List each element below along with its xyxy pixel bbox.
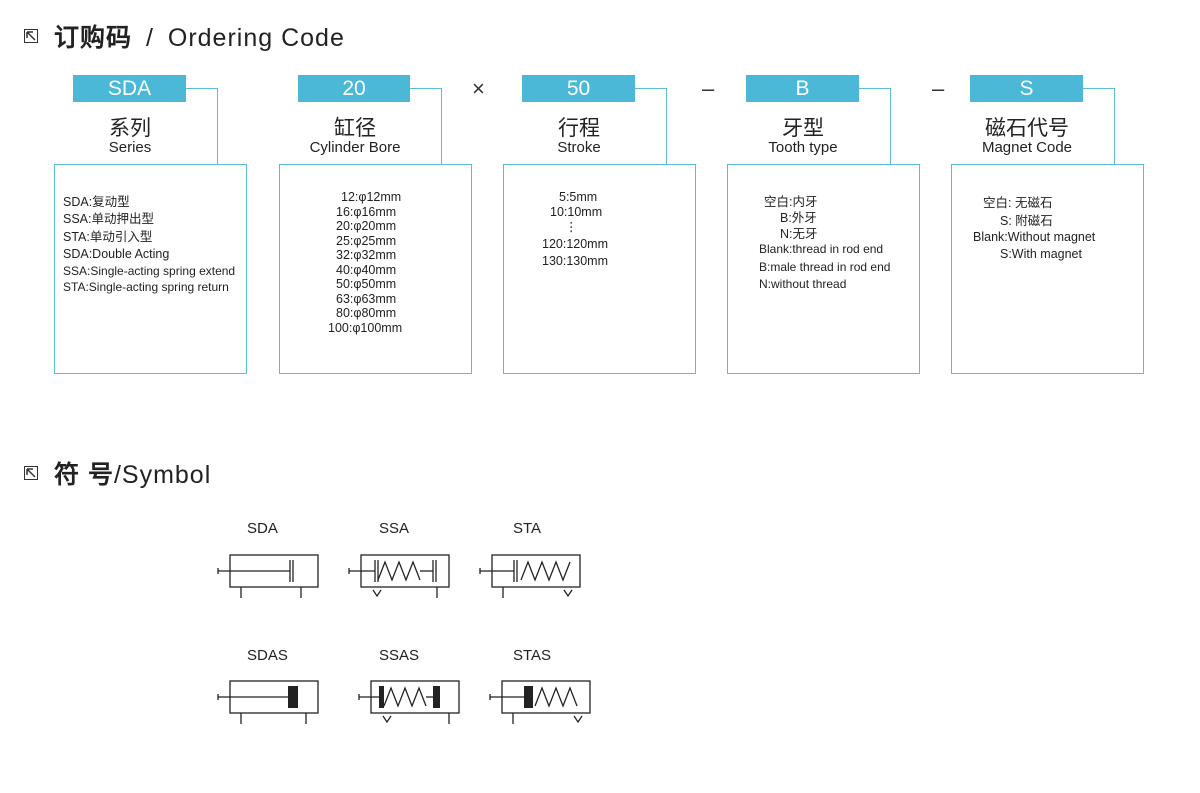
bore-option: 40:φ40mm: [336, 263, 397, 277]
series-option: STA:Single-acting spring return: [63, 280, 229, 294]
symbol-label-stas: STAS: [513, 647, 552, 664]
separator-dash: –: [702, 76, 715, 101]
series-option: SSA:单动押出型: [63, 212, 154, 226]
connector-line: [186, 88, 218, 164]
bore-option: 100:φ100mm: [328, 321, 403, 335]
connector-line: [859, 88, 891, 164]
bore-option: 50:φ50mm: [336, 277, 397, 291]
stroke-title-en: Stroke: [557, 139, 601, 156]
bore-title-cn: 缸径: [334, 116, 376, 140]
symbol-title-cn: 符 号: [54, 461, 114, 489]
symbol-label-sda: SDA: [247, 520, 278, 537]
series-option: SSA:Single-acting spring extend: [63, 264, 236, 278]
tooth-option: N:without thread: [759, 277, 847, 291]
code-badge-magnet: S: [970, 75, 1083, 102]
stroke-options-box: [503, 164, 696, 374]
magnet-title-en: Magnet Code: [981, 139, 1073, 156]
series-options-box: [54, 164, 247, 374]
symbol-ssas-diagram: [358, 680, 460, 724]
stroke-option: 5:5mm: [559, 190, 598, 204]
symbol-label-sdas: SDAS: [247, 647, 288, 664]
separator-dash: –: [932, 76, 945, 101]
symbol-heading: 符 号/Symbol: [24, 455, 211, 491]
magnet-option: 空白: 无磁石: [983, 196, 1053, 210]
ordering-title-cn: 订购码: [54, 24, 133, 52]
symbol-title-en: /Symbol: [113, 461, 212, 489]
separator-times: ×: [472, 76, 485, 101]
symbol-stas-diagram: [489, 680, 591, 724]
stroke-ellipsis: ⋮: [565, 220, 578, 234]
stroke-title-cn: 行程: [558, 116, 600, 140]
connector-line: [1083, 88, 1115, 164]
symbol-sda-diagram: [217, 554, 319, 598]
magnet-option: S:With magnet: [1000, 247, 1082, 261]
series-title-cn: 系列: [109, 116, 151, 140]
series-option: SDA:Double Acting: [63, 247, 170, 261]
bore-option: 16:φ16mm: [336, 205, 397, 219]
magnet-option: Blank:Without magnet: [973, 230, 1096, 244]
bore-option: 20:φ20mm: [336, 219, 397, 233]
bore-option: 63:φ63mm: [336, 292, 397, 306]
code-badge-bore: 20: [298, 75, 410, 102]
magnet-option: S: 附磁石: [1000, 214, 1053, 228]
code-badge-tooth: B: [746, 75, 859, 102]
tooth-option: 空白:内牙: [764, 195, 818, 209]
bore-option: 12:φ12mm: [341, 190, 402, 204]
symbol-label-sta: STA: [513, 520, 542, 537]
tooth-options-box: [727, 164, 920, 374]
symbol-ssa-diagram: [348, 554, 450, 598]
bore-option: 25:φ25mm: [336, 234, 397, 248]
ordering-code-heading: 订购码 / Ordering Code: [24, 18, 345, 54]
code-badge-series: SDA: [73, 75, 186, 102]
ordering-title-en: Ordering Code: [167, 24, 345, 52]
symbol-label-ssa: SSA: [379, 520, 410, 537]
connector-line: [410, 88, 442, 164]
tooth-title-en: Tooth type: [768, 139, 838, 156]
series-option: STA:单动引入型: [63, 230, 153, 244]
stroke-option: 10:10mm: [550, 205, 603, 219]
bore-option: 80:φ80mm: [336, 306, 397, 320]
code-badge-stroke: 50: [522, 75, 635, 102]
section-arrow-icon: [24, 29, 38, 43]
bore-options-box: [279, 164, 472, 374]
magnet-options-box: [951, 164, 1144, 374]
symbol-sta-diagram: [479, 554, 581, 598]
symbol-sdas-diagram: [217, 680, 319, 724]
magnet-title-cn: 磁石代号: [985, 116, 1069, 140]
tooth-option: B:male thread in rod end: [759, 260, 891, 274]
ordering-title-sep: /: [145, 24, 154, 52]
symbol-label-ssas: SSAS: [379, 647, 420, 664]
connector-line: [635, 88, 667, 164]
tooth-title-cn: 牙型: [782, 116, 824, 140]
bore-option: 32:φ32mm: [336, 248, 397, 262]
tooth-option: N:无牙: [780, 227, 818, 241]
stroke-option: 120:120mm: [542, 237, 609, 251]
bore-title-en: Cylinder Bore: [309, 139, 401, 156]
tooth-option: B:外牙: [780, 211, 817, 225]
series-title-en: Series: [108, 139, 152, 156]
tooth-option: Blank:thread in rod end: [759, 242, 884, 256]
stroke-option: 130:130mm: [542, 254, 609, 268]
section-arrow-icon: [24, 466, 38, 480]
series-option: SDA:复动型: [63, 195, 130, 209]
